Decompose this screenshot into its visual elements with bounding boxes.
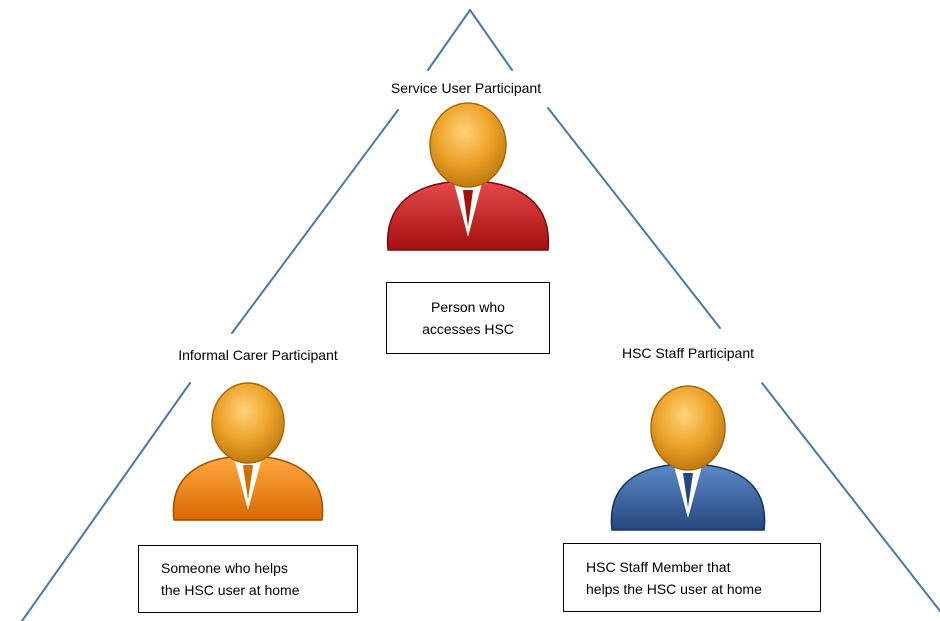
description-line: helps the HSC user at home: [586, 580, 762, 597]
hsc-staff-label: HSC Staff Participant: [621, 345, 755, 361]
description-line: the HSC user at home: [161, 582, 300, 598]
person-icon: [387, 102, 549, 251]
triangle-outline: [21, 9, 940, 621]
description-line: accesses HSC: [422, 321, 514, 337]
informal-carer-description: Someone who helps the HSC user at home: [138, 545, 358, 613]
service-user-description: Person who accesses HSC: [386, 282, 550, 354]
triangle-edge: [761, 382, 940, 612]
person-icon: [172, 382, 324, 521]
triangle-edge: [427, 9, 471, 71]
triangle-edge: [547, 107, 721, 329]
description-line: Someone who helps: [161, 560, 288, 576]
service-user-label: Service User Participant: [390, 80, 542, 96]
person-icon: [610, 385, 766, 531]
triangle-edge: [21, 382, 191, 621]
description-line: Person who: [431, 299, 505, 315]
triangle-edge: [469, 9, 513, 71]
hsc-staff-description: HSC Staff Member that helps the HSC user…: [563, 543, 821, 612]
informal-carer-label: Informal Carer Participant: [178, 347, 338, 363]
description-line: HSC Staff Member that: [586, 558, 731, 575]
triangle-edge: [231, 109, 399, 334]
